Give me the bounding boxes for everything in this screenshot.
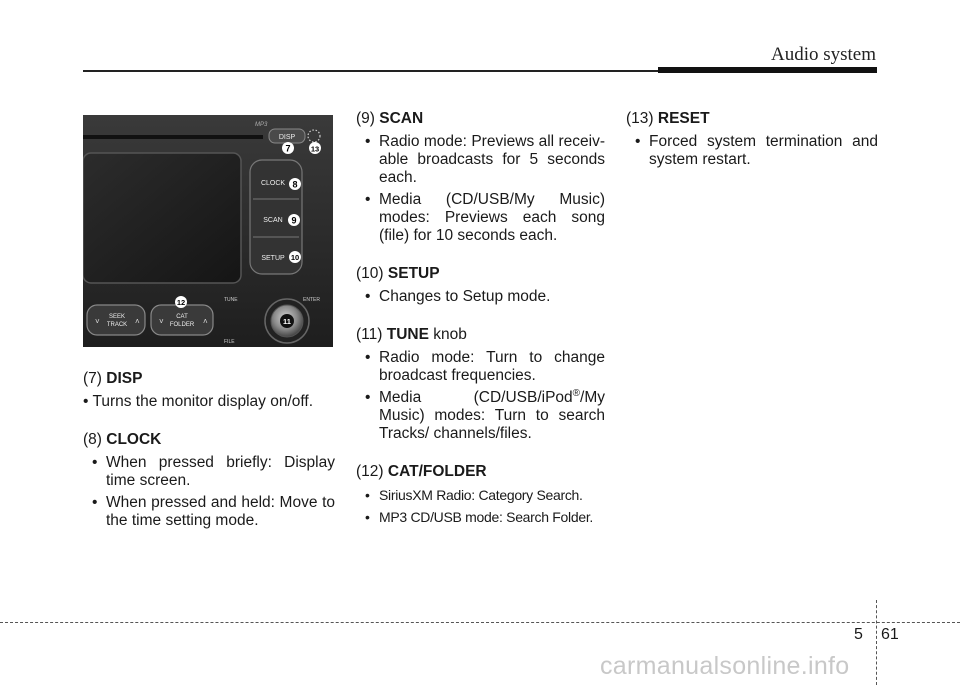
list-item: When pressed briefly: Display time scree…	[83, 454, 335, 490]
callout-10: 10	[291, 253, 299, 262]
column-2: (9) SCAN Radio mode: Previews all receiv…	[356, 110, 605, 546]
seek-label-2: TRACK	[107, 322, 127, 328]
display-screen	[83, 152, 242, 284]
list-item: Media (CD/USB/My Music) modes: Previews …	[356, 191, 605, 245]
svg-text:˄: ˄	[203, 317, 208, 326]
section-title: (10) SETUP	[356, 265, 440, 282]
svg-text:˅: ˅	[159, 317, 164, 326]
cat-label-2: FOLDER	[170, 322, 195, 328]
header-title: Audio system	[770, 44, 876, 65]
section-title: (7) DISP	[83, 370, 143, 387]
section-scan: (9) SCAN Radio mode: Previews all receiv…	[356, 110, 605, 245]
section-clock: (8) CLOCK When pressed briefly: Display …	[83, 431, 335, 530]
section-title: (8) CLOCK	[83, 431, 162, 448]
callout-13: 13	[311, 145, 319, 154]
section-title: (12) CAT/FOLDER	[356, 463, 487, 480]
section-setup: (10) SETUP Changes to Setup mode.	[356, 265, 605, 306]
scan-button-label: SCAN	[263, 217, 282, 224]
list-item: Radio mode: Turn to change broadcast fre…	[356, 349, 605, 385]
enter-label: ENTER	[303, 297, 320, 303]
chapter-number: 5	[854, 626, 863, 643]
list-item: MP3 CD/USB mode: Search Folder.	[356, 508, 605, 526]
svg-text:˄: ˄	[135, 317, 140, 326]
disp-button-label: DISP	[279, 134, 296, 141]
callout-9: 9	[291, 216, 296, 226]
page-number: 61	[881, 626, 899, 643]
footer-rule	[0, 622, 960, 623]
clock-button-label: CLOCK	[261, 180, 285, 187]
list-item: SiriusXM Radio: Category Search.	[356, 486, 605, 504]
watermark: carmanualsonline.info	[600, 652, 850, 680]
section-title: (11) TUNE knob	[356, 326, 467, 343]
list-item: Radio mode: Previews all receiv-able bro…	[356, 133, 605, 187]
section-title: (9) SCAN	[356, 110, 424, 127]
tune-label: TUNE	[224, 297, 238, 303]
callout-7: 7	[285, 144, 290, 154]
cat-label-1: CAT	[176, 314, 188, 320]
section-cat-folder: (12) CAT/FOLDER SiriusXM Radio: Category…	[356, 463, 605, 526]
list-item: Media (CD/USB/iPod®/My Music) modes: Tur…	[356, 388, 605, 443]
file-label: FILE	[224, 339, 235, 345]
list-item: • Turns the monitor display on/off.	[83, 393, 314, 410]
setup-button-label: SETUP	[261, 255, 285, 262]
list-item: Forced system termination and system res…	[626, 133, 878, 169]
list-item: When pressed and held: Move to the time …	[83, 494, 335, 530]
callout-12: 12	[177, 298, 185, 307]
footer-divider	[876, 600, 877, 685]
header-rule	[83, 70, 660, 72]
section-title: (13) RESET	[626, 110, 710, 127]
section-reset: (13) RESET Forced system termination and…	[626, 110, 878, 169]
seek-label-1: SEEK	[109, 314, 125, 320]
svg-text:˅: ˅	[95, 317, 100, 326]
section-disp: (7) DISP • Turns the monitor display on/…	[83, 370, 335, 411]
audio-unit-photo: MP3 DISP CLOCK SCAN SETUP ˅ ˄ ˅ ˄ SEEK T…	[83, 115, 333, 347]
column-1: (7) DISP • Turns the monitor display on/…	[83, 370, 335, 550]
section-tune: (11) TUNE knob Radio mode: Turn to chang…	[356, 326, 605, 443]
header-rule-thick	[658, 67, 877, 73]
mp3-label: MP3	[255, 122, 268, 128]
callout-11: 11	[283, 317, 291, 326]
callout-8: 8	[292, 180, 297, 190]
column-3: (13) RESET Forced system termination and…	[626, 110, 878, 189]
list-item: Changes to Setup mode.	[356, 288, 605, 306]
